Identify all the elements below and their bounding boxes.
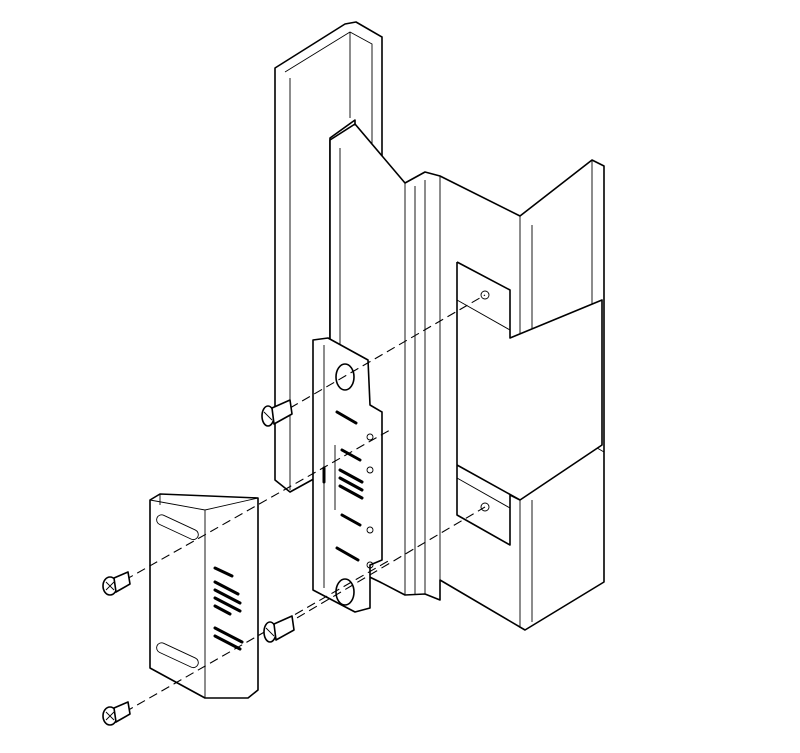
screw-lower-strike	[263, 615, 295, 643]
filler-plate	[149, 493, 259, 699]
strike-plate	[312, 337, 383, 613]
alignment-lines	[124, 294, 486, 713]
screw-upper-frame	[261, 399, 293, 427]
front-frame-channel	[329, 123, 605, 631]
hes-logo-markings	[213, 566, 244, 651]
screw-filler-upper	[102, 571, 131, 596]
screw-filler-lower	[102, 701, 131, 726]
strike-plate-markings	[322, 410, 364, 562]
